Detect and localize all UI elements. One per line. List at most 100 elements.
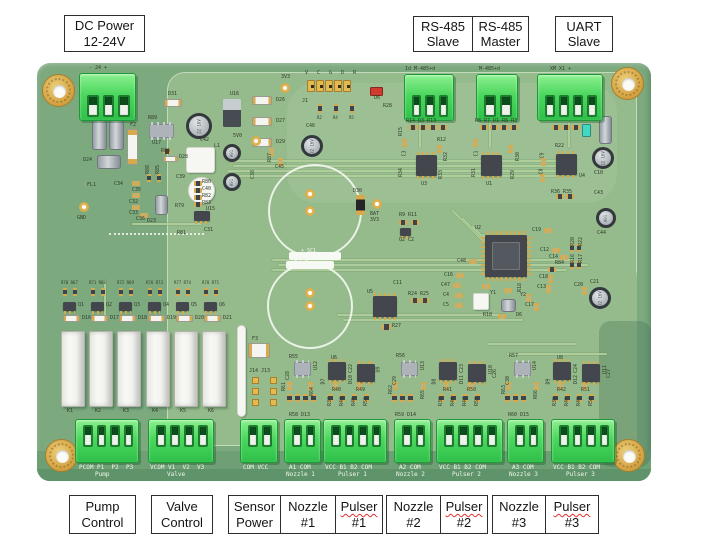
silk-label: R88 (145, 164, 152, 175)
silk-label: D6 (516, 312, 523, 318)
callout-pulser-1[interactable]: Pulser#1 (335, 495, 383, 534)
silk-label: R29 (510, 169, 517, 180)
smd-resistor (589, 394, 594, 402)
smd-resistor (510, 125, 518, 130)
silk-label: C42 (200, 137, 210, 143)
silk-label: C8 (538, 168, 545, 175)
terminal-block-sensor-power (240, 419, 278, 463)
terminal-slot (486, 425, 497, 447)
smd-capacitor (558, 382, 563, 390)
diode-melf (176, 315, 193, 322)
silk-label: R77 R74 (174, 280, 191, 285)
smd-resistor (475, 394, 480, 402)
smd-resistor (392, 394, 397, 402)
silk-label: 5V0 (233, 133, 243, 139)
diode-melf (164, 99, 182, 107)
pcb-trace (227, 170, 572, 172)
smd-resistor (570, 244, 574, 252)
solder-pad (305, 206, 315, 216)
transistor-sot23 (194, 211, 210, 224)
smd-capacitor (308, 382, 313, 390)
smd-resistor (148, 288, 152, 296)
silk-label: V C G D R (305, 70, 360, 76)
silk-label: C4 (443, 292, 450, 298)
smd-resistor (158, 288, 162, 296)
callout-pulser-3[interactable]: Pulser#3 (545, 495, 599, 534)
smd-resistor (364, 394, 369, 402)
smd-capacitor (278, 158, 283, 166)
silk-label: R52 (363, 396, 370, 407)
smd-resistor (194, 181, 202, 186)
capacitor-electrolytic: 22 16V (592, 147, 614, 169)
smd-resistor (562, 125, 570, 130)
terminal-slot (472, 425, 483, 447)
callout-line1: Valve (166, 499, 198, 514)
ic-soic (556, 151, 577, 178)
transistor-sot23 (400, 228, 411, 239)
smd-resistor (163, 149, 171, 154)
capacitor-cylindrical (97, 155, 121, 169)
silk-label: R70 R67 (61, 280, 78, 285)
transistor-sot23 (204, 302, 217, 314)
silk-label: R31 (471, 167, 478, 178)
silk-label: D31 (168, 91, 178, 97)
diode-melf (204, 315, 221, 322)
silk-label: R50 (467, 387, 477, 393)
silk-label: R60 D15 (508, 412, 530, 418)
terminal-block-pulser-2 (436, 419, 503, 463)
smd-capacitor (473, 139, 478, 147)
callout-nozzle-3[interactable]: Nozzle#3 (492, 495, 546, 534)
silk-label: Nozzle 1 (286, 471, 315, 478)
silk-label: R28 (383, 103, 393, 109)
smd-capacitor (269, 148, 274, 156)
smd-resistor (419, 125, 427, 130)
white-component (473, 293, 489, 310)
smd-resistor (91, 288, 95, 296)
silk-label: U1 (486, 181, 493, 187)
terminal-slot (123, 425, 133, 447)
smd-resistor (480, 125, 488, 130)
silk-label: C17 (525, 302, 535, 308)
callout-line2: Control (81, 514, 124, 530)
silk-label: C31 (204, 227, 214, 233)
smd-resistor (570, 261, 574, 269)
silk-label: GND (77, 215, 87, 221)
diode-melf (119, 315, 136, 322)
silk-label: Pump (95, 471, 110, 478)
silk-label: R36 R35 (551, 189, 573, 195)
capacitor-electrolytic: A91 (223, 173, 241, 191)
silk-label: C11 (393, 280, 403, 286)
smd-capacitor (504, 288, 512, 293)
terminal-slot (458, 425, 469, 447)
relay-k4 (146, 331, 170, 407)
smd-resistor (500, 125, 508, 130)
silk-label: R42 (557, 387, 567, 393)
silk-label: C47 (441, 282, 451, 288)
silk-label: U3 (421, 181, 428, 187)
silk-label: Q6 (219, 302, 226, 308)
smd-resistor (411, 298, 419, 303)
capacitor-electrolytic: 22 16V (301, 135, 323, 157)
silk-label: D9 (545, 378, 552, 385)
optocoupler (294, 360, 311, 378)
diode-melf (63, 315, 80, 322)
smd-resistor (176, 288, 180, 296)
header-pin (334, 80, 342, 92)
silk-label: Id M-485+d (405, 66, 436, 72)
callout-pulser-2[interactable]: Pulser#2 (440, 495, 488, 534)
silk-label: Valve (167, 471, 186, 478)
callout-nozzle-1[interactable]: Nozzle#1 (280, 495, 336, 534)
silk-label: U15 (206, 206, 216, 212)
silk-label: U8 (557, 355, 564, 361)
ic-pins (481, 237, 485, 275)
callout-nozzle-2[interactable]: Nozzle#2 (386, 495, 441, 534)
capacitor-cylindrical (155, 195, 168, 215)
